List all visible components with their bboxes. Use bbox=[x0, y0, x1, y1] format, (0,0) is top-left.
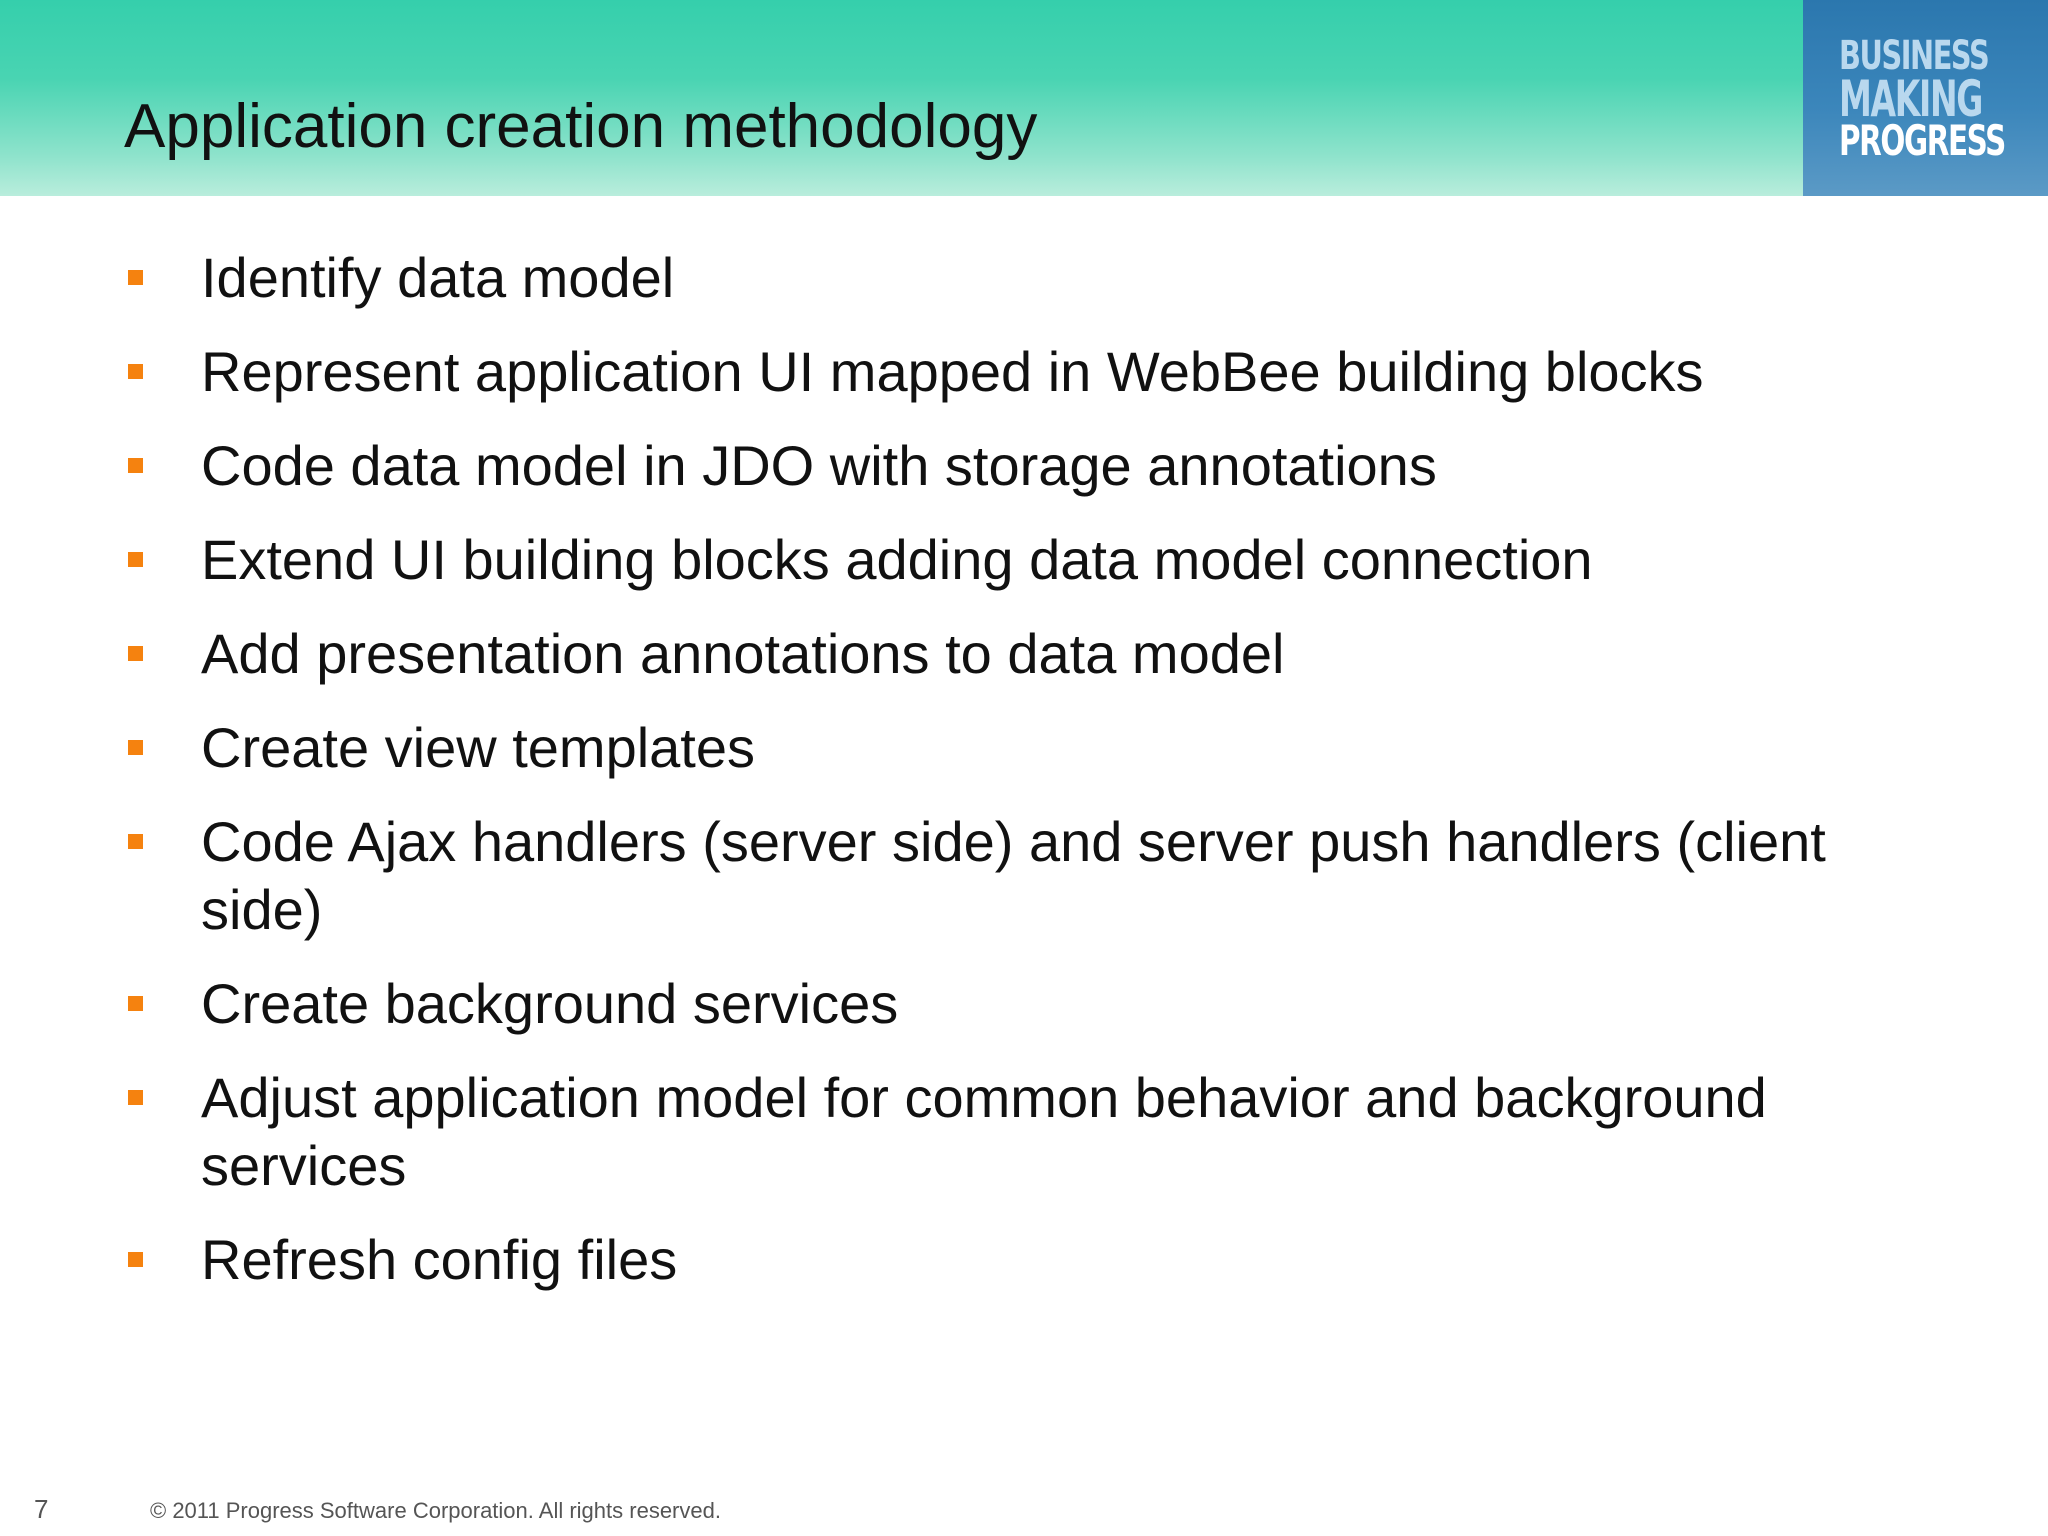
bullet-list: Identify data model Represent applicatio… bbox=[128, 246, 1826, 1291]
bullet-square-icon bbox=[128, 834, 143, 849]
bullet-square-icon bbox=[128, 552, 143, 567]
header-band: Application creation methodology bbox=[0, 0, 1803, 196]
bullet-square-icon bbox=[128, 1090, 143, 1105]
logo-line-2: MAKING bbox=[1839, 70, 1983, 128]
bullet-square-icon bbox=[128, 740, 143, 755]
bullet-text: Create view templates bbox=[201, 716, 756, 779]
bullet-square-icon bbox=[128, 364, 143, 379]
bullet-text: Represent application UI mapped in WebBe… bbox=[201, 340, 1704, 403]
bullet-text: Adjust application model for common beha… bbox=[201, 1066, 1767, 1197]
slide-title: Application creation methodology bbox=[124, 92, 1038, 161]
bullet-square-icon bbox=[128, 646, 143, 661]
business-making-progress-logo: BUSINESS MAKING PROGRESS bbox=[1803, 0, 2048, 196]
bullet-square-icon bbox=[128, 270, 143, 285]
copyright-notice: © 2011 Progress Software Corporation. Al… bbox=[150, 1498, 721, 1523]
bullet-square-icon bbox=[128, 458, 143, 473]
bullet-text: Code data model in JDO with storage anno… bbox=[201, 434, 1437, 497]
bullet-text: Add presentation annotations to data mod… bbox=[201, 622, 1285, 685]
bullet-text: Create background services bbox=[201, 972, 899, 1035]
bullet-text: Refresh config files bbox=[201, 1228, 678, 1291]
bullet-square-icon bbox=[128, 1252, 143, 1267]
page-number: 7 bbox=[34, 1494, 49, 1524]
bullet-text: Identify data model bbox=[201, 246, 675, 309]
logo-line-3: PROGRESS bbox=[1839, 116, 2006, 165]
bullet-square-icon bbox=[128, 996, 143, 1011]
logo-line-1: BUSINESS bbox=[1839, 33, 1990, 79]
bullet-text: Extend UI building blocks adding data mo… bbox=[201, 528, 1593, 591]
bullet-text: Code Ajax handlers (server side) and ser… bbox=[201, 810, 1826, 941]
